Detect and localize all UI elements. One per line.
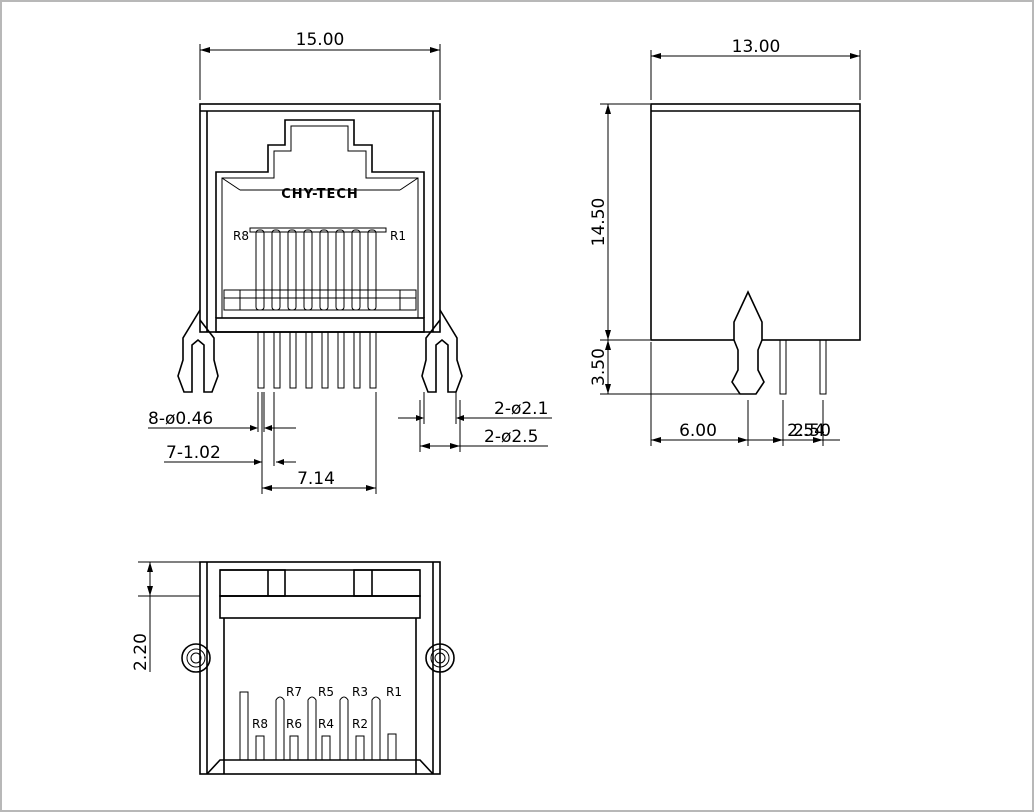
- bottom-housing: [199, 561, 441, 775]
- left-mounting-hole: [181, 643, 211, 673]
- side-pin-b: [819, 339, 827, 395]
- right-mounting-post: [421, 309, 463, 393]
- upper-pin-label-2: R5: [318, 685, 334, 699]
- right-mounting-hole: [425, 643, 455, 673]
- pin-offset-b-label: 2.50: [793, 421, 831, 441]
- side-height-label: 14.50: [589, 198, 609, 247]
- side-view: 13.00 14.50 3.50 6.00 2.54 2.50: [589, 37, 861, 446]
- side-pin-a: [779, 339, 787, 395]
- plug-opening: [215, 119, 425, 318]
- upper-pin-label-4: R1: [386, 685, 402, 699]
- post-dia-label: 2-ø2.1: [494, 399, 548, 419]
- pin-dia-label: 8-ø0.46: [148, 409, 213, 429]
- pin-r8-label: R8: [233, 229, 249, 243]
- lower-contacts: [255, 733, 397, 760]
- left-mounting-post: [177, 309, 219, 393]
- post-offset-label: 6.00: [679, 421, 717, 441]
- lower-pin-label-4: R2: [352, 717, 368, 731]
- bottom-view: 2.20: [131, 561, 455, 775]
- front-view: 15.00 CHY-TECH R8 R1: [148, 30, 552, 494]
- contact-springs: [249, 227, 387, 311]
- pin-r1-label: R1: [390, 229, 406, 243]
- upper-contacts: [239, 691, 381, 760]
- pin-span-label: 7.14: [297, 469, 335, 489]
- lower-pin-label-3: R4: [318, 717, 334, 731]
- bottom-height-label: 2.20: [131, 633, 151, 671]
- side-mounting-post: [731, 290, 765, 395]
- pin-pitch-label: 7-1.02: [166, 443, 221, 463]
- post-hole-label: 2-ø2.5: [484, 427, 538, 447]
- pin-offset-a-label: 2.54: [787, 421, 825, 441]
- lower-pin-label-1: R8: [252, 717, 268, 731]
- upper-pin-label-3: R3: [352, 685, 368, 699]
- logo-text: CHY-TECH: [281, 187, 359, 202]
- front-width-label: 15.00: [296, 30, 345, 50]
- upper-pin-label-1: R7: [286, 685, 302, 699]
- side-housing: [650, 103, 861, 341]
- front-pins: [257, 331, 377, 389]
- lower-pin-label-2: R6: [286, 717, 302, 731]
- side-width-label: 13.00: [732, 37, 781, 57]
- pin-length-label: 3.50: [589, 348, 609, 386]
